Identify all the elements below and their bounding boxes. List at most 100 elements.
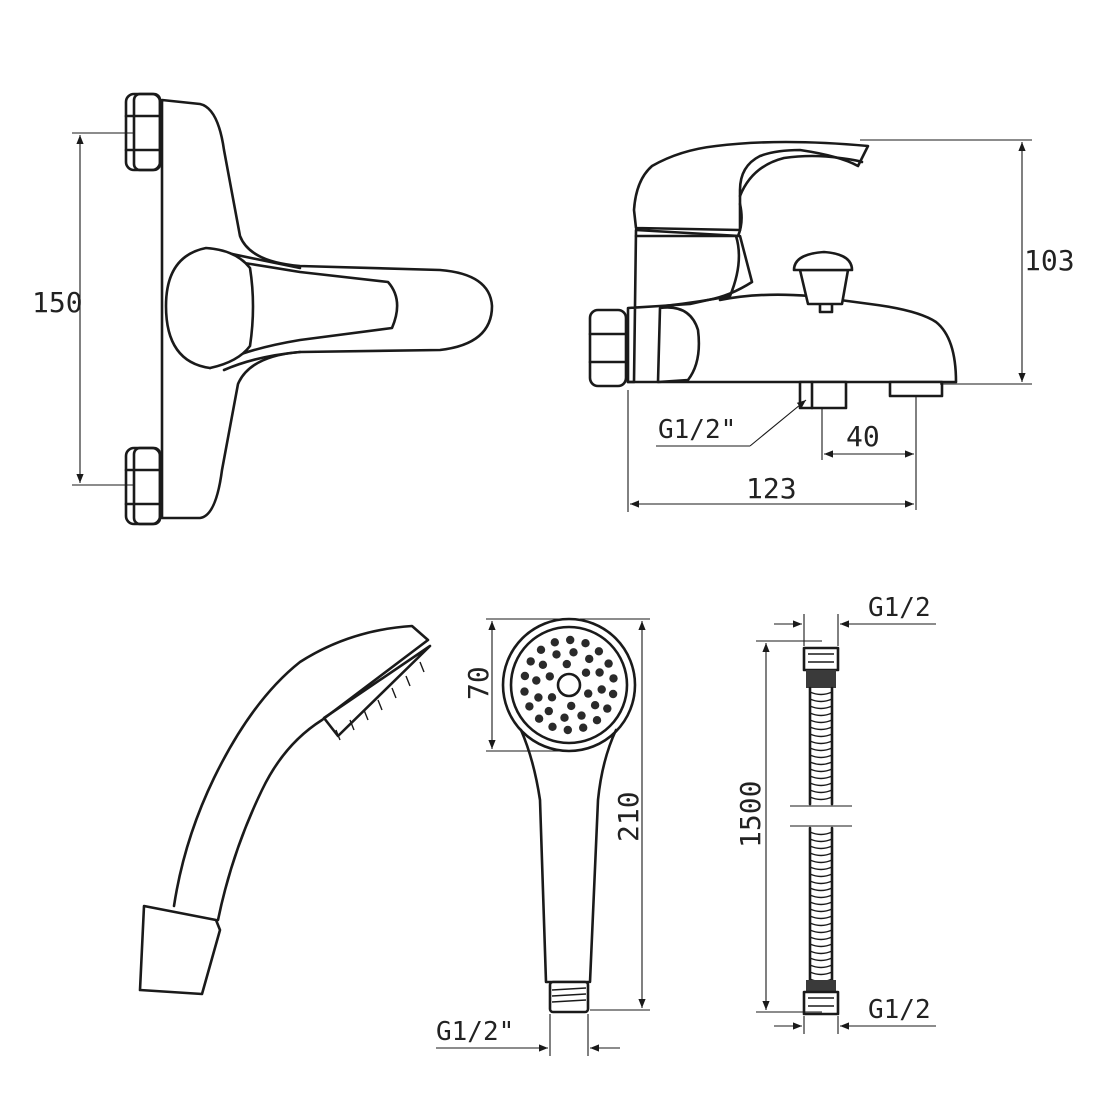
shower-head-plate <box>322 644 432 738</box>
hose-coil <box>809 698 833 703</box>
nozzle-hole <box>563 725 572 735</box>
hose-coil <box>809 936 833 941</box>
shower-hose <box>790 646 852 1016</box>
hose-coil <box>809 922 833 927</box>
dimension-210: 210 <box>580 618 650 1011</box>
nozzle-hole <box>594 647 604 656</box>
thread-label-hose-bottom: G1/2 <box>868 995 931 1025</box>
nozzle-hole <box>536 645 546 654</box>
hose-coil <box>809 754 833 759</box>
nozzle-hole <box>547 693 557 702</box>
hose-bottom-fitting <box>802 990 840 1016</box>
spout-side <box>626 293 958 384</box>
nozzle-hole <box>579 723 588 732</box>
hose-coil <box>809 705 833 710</box>
hose-top-collar <box>806 670 836 688</box>
nozzle-hole <box>567 701 576 711</box>
hose-coil <box>809 880 833 885</box>
nozzle-hole <box>603 704 612 713</box>
hose-coil <box>809 789 833 794</box>
dim-123-label: 123 <box>746 472 797 505</box>
hose-coil <box>809 950 833 955</box>
dimension-123: 123 <box>627 390 914 512</box>
nozzle-hole <box>545 672 554 681</box>
hose-coil <box>809 957 833 962</box>
dimension-40: 40 <box>821 396 917 510</box>
nozzle-hole <box>538 660 548 669</box>
nozzle-hole <box>590 701 600 710</box>
nozzle-hole <box>604 659 613 668</box>
dim-70-label: 70 <box>462 666 495 700</box>
hose-coil <box>809 712 833 717</box>
dim-40-label: 40 <box>846 420 880 453</box>
diverter-cap <box>792 250 854 272</box>
nozzle-hole <box>560 713 569 722</box>
cartridge-side <box>656 306 701 384</box>
dim-1500-label: 1500 <box>734 781 767 848</box>
hose-coil <box>809 831 833 836</box>
hose-coil <box>809 733 833 738</box>
nozzle-hole <box>569 648 578 657</box>
nozzle-hole <box>608 689 618 699</box>
front-view-mixer <box>124 92 494 526</box>
lever-side-inner <box>736 154 864 238</box>
nozzle-hole <box>584 689 593 698</box>
hose-coil <box>809 964 833 969</box>
nozzle-hole <box>581 668 591 677</box>
nozzle-hole <box>520 671 530 681</box>
dim-150-label: 150 <box>32 286 83 319</box>
hose-coil <box>809 761 833 766</box>
nozzle-hole <box>552 650 561 659</box>
thread-callout-hose-bottom: G1/2 <box>774 995 936 1034</box>
hose-coil <box>809 887 833 892</box>
hose-coil <box>809 782 833 787</box>
nozzle-hole <box>597 685 606 694</box>
shower-thread-front <box>548 980 590 1014</box>
hose-coil <box>809 866 833 871</box>
spout-foot <box>888 380 944 398</box>
nut-side <box>588 308 628 388</box>
shower-holder <box>138 904 222 996</box>
bottom-nut-face-front <box>132 446 162 526</box>
handle-knob-front <box>164 246 255 370</box>
shower-face-center <box>556 672 582 698</box>
nozzle-hole <box>595 668 604 677</box>
nozzle-hole <box>550 638 559 647</box>
nozzle-hole <box>609 674 618 683</box>
hose-coil <box>809 838 833 843</box>
diverter-knob <box>798 268 850 306</box>
hose-coil <box>809 901 833 906</box>
thread-callout-shower: G1/2" <box>436 1014 620 1056</box>
nozzle-hole <box>544 706 553 716</box>
hose-bottom-collar <box>806 980 836 992</box>
hose-coil <box>809 971 833 976</box>
nozzle-hole <box>566 635 575 645</box>
hose-coil <box>809 852 833 857</box>
nozzle-hole <box>534 693 543 702</box>
nozzle-hole <box>526 657 535 666</box>
hose-coil <box>809 859 833 864</box>
side-view-mixer <box>588 140 958 410</box>
dimension-70: 70 <box>462 618 560 752</box>
thread-label-hose-top: G1/2 <box>868 593 931 623</box>
hose-coils-upper <box>808 686 834 806</box>
nozzle-hole <box>585 654 594 664</box>
dimension-103: 103 <box>860 139 1075 385</box>
nozzle-hole <box>534 714 544 723</box>
shower-head-nozzles <box>335 661 425 741</box>
shower-face-outer <box>501 617 637 753</box>
thread-callout-body: G1/2" <box>656 399 807 447</box>
nozzle-hole <box>577 711 586 720</box>
hose-coil <box>809 873 833 878</box>
hand-shower-side-view <box>138 624 432 996</box>
dim-103-label: 103 <box>1024 244 1075 277</box>
bottom-nut-front <box>124 446 162 526</box>
hose-coil <box>809 929 833 934</box>
dim-210-label: 210 <box>612 791 645 842</box>
thread-callout-hose-top: G1/2 <box>774 593 936 646</box>
hose-coil <box>809 908 833 913</box>
top-nut-front <box>124 92 162 172</box>
shower-face-inner <box>509 625 629 745</box>
mixer-body-mid <box>634 234 741 308</box>
